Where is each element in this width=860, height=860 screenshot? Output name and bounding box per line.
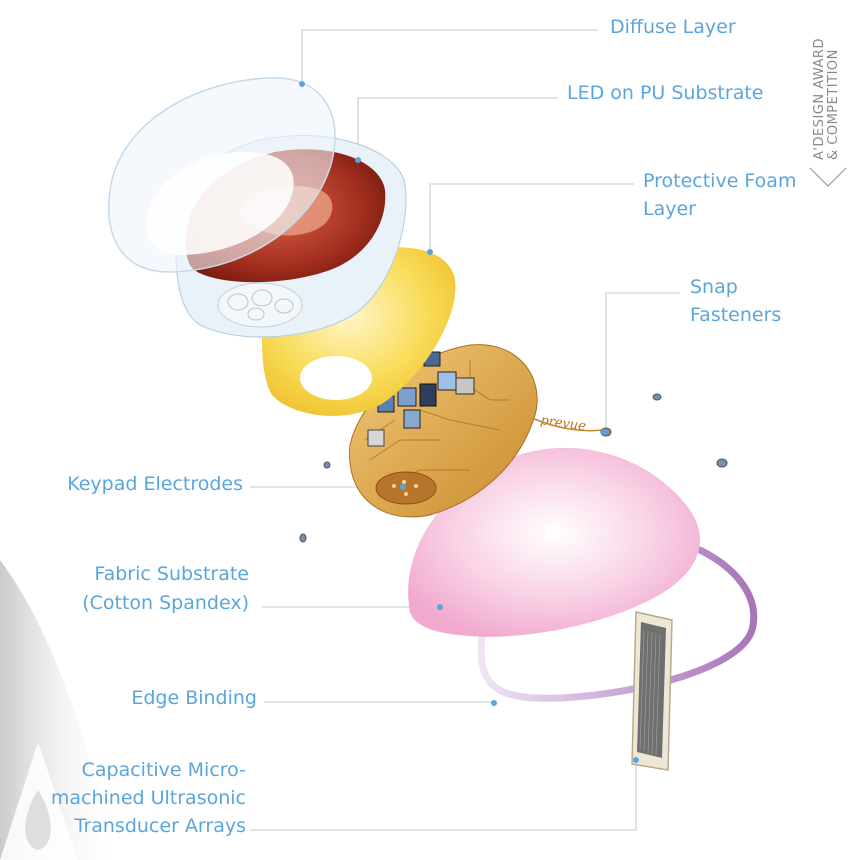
label-diffuse-layer: Diffuse Layer	[610, 16, 736, 38]
label-cmut-2: machined Ultrasonic	[50, 787, 246, 809]
snap-fastener	[716, 458, 728, 468]
label-edge-binding: Edge Binding	[131, 687, 257, 709]
leader-dot	[400, 484, 406, 490]
background-logo-drop	[25, 790, 51, 850]
snap-fastener	[323, 461, 331, 469]
leader-dot	[633, 757, 639, 763]
label-protective-foam-2: Layer	[643, 198, 696, 220]
label-fabric-2: (Cotton Spandex)	[82, 592, 249, 614]
leader-dot	[601, 429, 607, 435]
label-led-substrate: LED on PU Substrate	[567, 82, 764, 104]
label-fabric-1: Fabric Substrate	[94, 563, 249, 585]
leader-dot	[491, 700, 497, 706]
leader-diffuse	[301, 29, 598, 84]
label-snap-1: Snap	[690, 276, 738, 298]
label-cmut-1: Capacitive Micro-	[81, 759, 246, 781]
edge-binding-band	[477, 546, 758, 702]
snap-fastener	[652, 393, 662, 401]
label-snap-2: Fasteners	[690, 304, 782, 326]
leader-cmut	[250, 760, 637, 831]
label-protective-foam-1: Protective Foam	[643, 170, 797, 192]
leader-led	[357, 97, 558, 158]
diffuse-layer	[108, 77, 336, 273]
award-watermark-chevron	[809, 167, 847, 187]
leader-snap	[605, 292, 680, 428]
leader-dot	[355, 157, 361, 163]
award-watermark-line1: A'DESIGN AWARD	[812, 38, 827, 160]
leader-dot	[427, 249, 433, 255]
leader-dot	[437, 604, 443, 610]
transducer-array	[631, 611, 673, 771]
label-cmut-3: Transducer Arrays	[74, 815, 246, 837]
leader-dot	[299, 81, 305, 87]
label-keypad-electrodes: Keypad Electrodes	[67, 473, 243, 495]
award-watermark-line2: & COMPETITION	[826, 49, 841, 160]
fabric-substrate	[408, 447, 701, 637]
brand-text: prevue	[539, 413, 587, 434]
leader-foam	[429, 183, 634, 252]
snap-fastener	[299, 533, 307, 543]
